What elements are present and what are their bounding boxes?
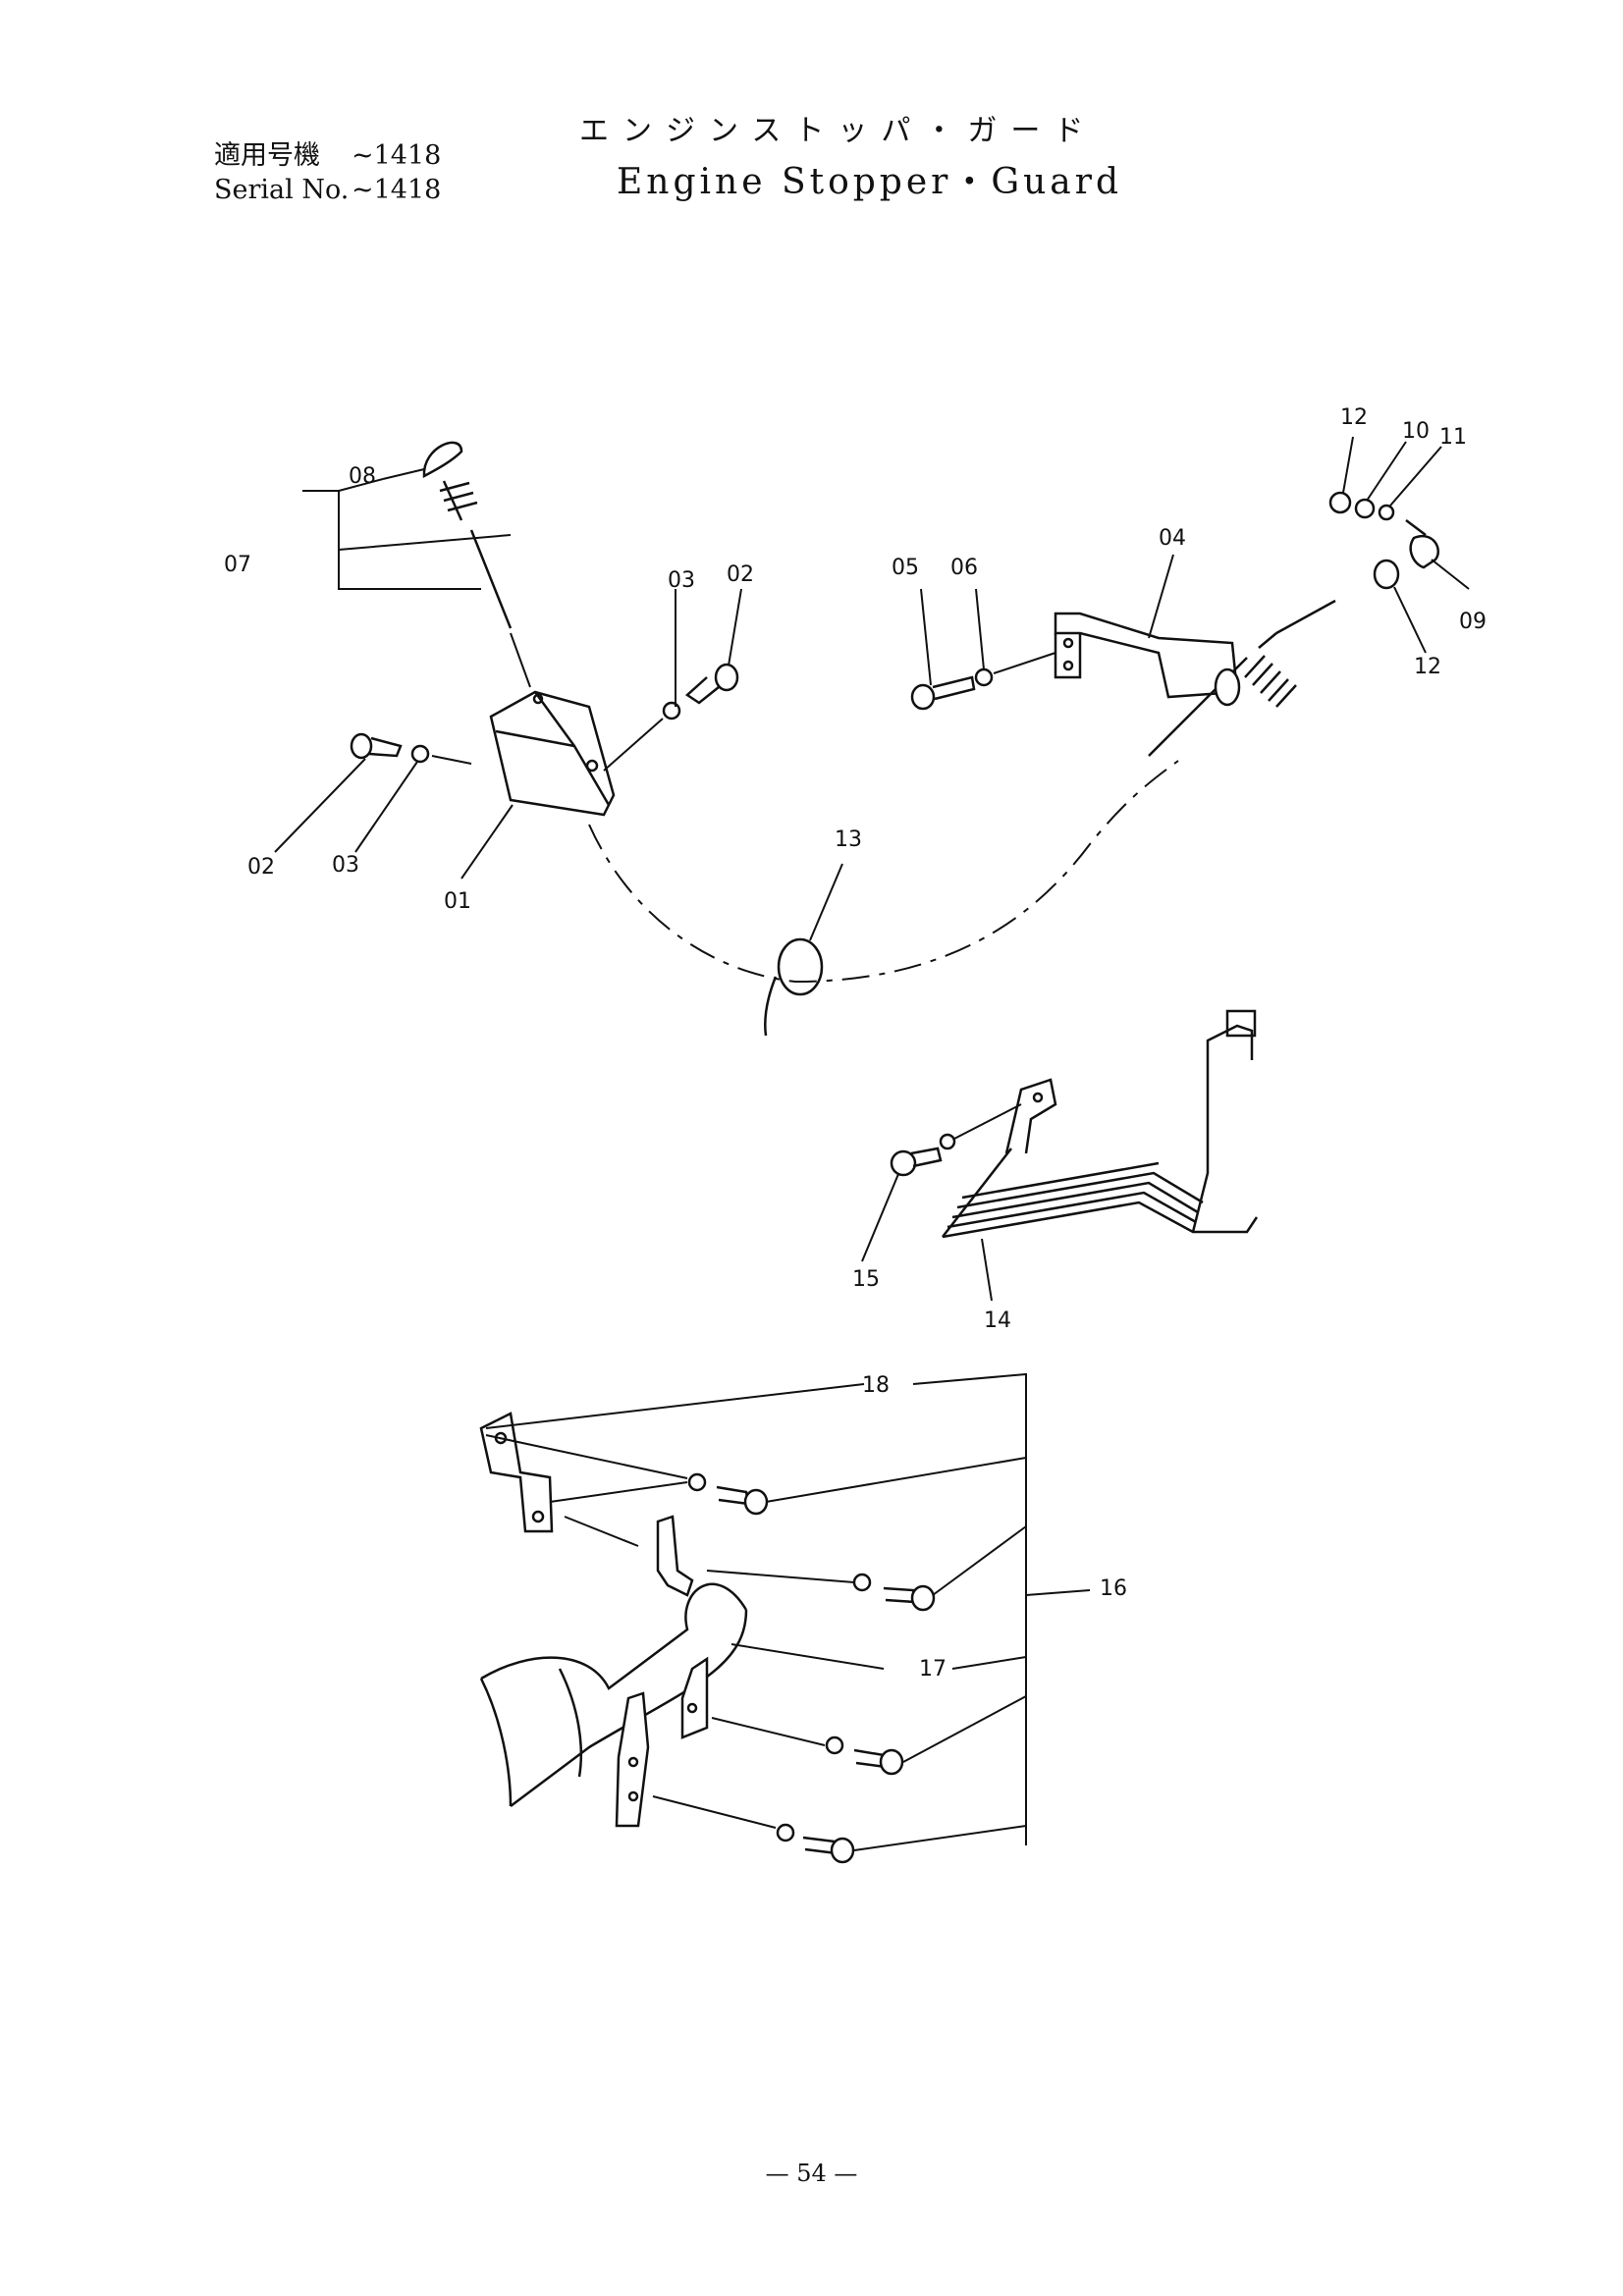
part-12-nut-lower: [1373, 559, 1400, 590]
bracket-lower-2: [615, 1691, 650, 1828]
callout-03-left: 03: [332, 853, 359, 878]
part-04-bracket: [1054, 612, 1239, 699]
callout-03-right: 03: [668, 568, 695, 593]
callout-01: 01: [444, 889, 471, 914]
cable-route: [588, 760, 1179, 984]
callout-14: 14: [984, 1308, 1011, 1333]
parts-10-11-12-hardware: [1328, 491, 1395, 521]
callout-17: 17: [919, 1657, 947, 1682]
title-english: Engine Stopper・Guard: [617, 162, 1123, 202]
serial-row-ja: 適用号機 ~1418: [214, 140, 441, 172]
bolt-group: [687, 1472, 936, 1864]
cable-spring-end: [1148, 599, 1336, 757]
callout-13: 13: [835, 828, 862, 852]
callout-10: 10: [1402, 419, 1430, 444]
callout-06: 06: [950, 556, 978, 580]
bolt-02-left: [350, 732, 403, 760]
serial-value-en: ~1418: [352, 175, 442, 205]
bolt-05: [910, 675, 976, 711]
callout-18: 18: [862, 1373, 890, 1398]
part-18-bracket-top: [479, 1412, 554, 1533]
callout-02-right: 02: [727, 562, 754, 587]
bracket-mid: [656, 1515, 694, 1597]
callout-05: 05: [892, 556, 919, 580]
title-japanese: エンジンストッパ・ガード: [579, 114, 1098, 148]
callout-11: 11: [1439, 425, 1467, 450]
callout-07: 07: [224, 553, 251, 577]
callout-09: 09: [1459, 610, 1487, 634]
callout-12-top: 12: [1340, 405, 1368, 430]
callout-02-left: 02: [247, 855, 275, 880]
callout-15: 15: [852, 1267, 880, 1292]
part-08-knob: [422, 441, 513, 629]
serial-label-en: Serial No.: [214, 175, 350, 205]
serial-row-en: Serial No.~1418: [214, 175, 441, 206]
serial-value-ja: ~1418: [352, 140, 442, 171]
callout-04: 04: [1159, 526, 1186, 551]
callout-16: 16: [1100, 1576, 1127, 1601]
part-14-guard: [942, 1009, 1259, 1239]
bracket-lower-1: [680, 1656, 709, 1739]
callout-08: 08: [349, 464, 376, 489]
bolt-02-right: [684, 663, 739, 705]
washer-06: [974, 667, 994, 687]
callout-12-bottom: 12: [1414, 655, 1441, 679]
bolt-15: [890, 1133, 956, 1177]
serial-label-ja: 適用号機: [214, 140, 320, 171]
leader-lines: [274, 436, 1470, 1851]
page-number: — 54 —: [765, 2160, 858, 2187]
washer-03-right: [662, 701, 681, 721]
part-13-clip: [764, 937, 824, 1037]
part-09-rod-end: [1405, 519, 1439, 569]
washer-03-left: [410, 744, 430, 764]
part-01-stopper-housing: [489, 690, 616, 817]
